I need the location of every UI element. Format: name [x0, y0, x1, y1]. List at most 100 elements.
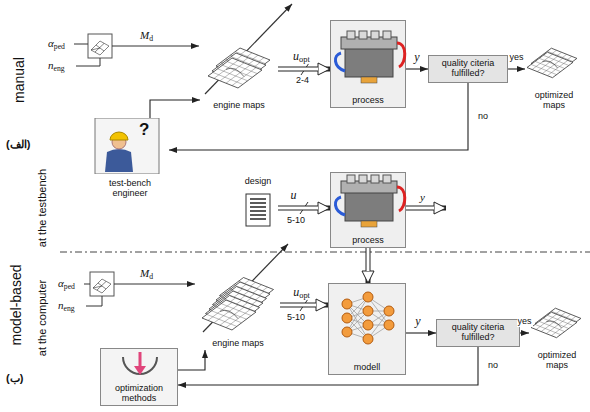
- small-map-box: [90, 272, 114, 296]
- map-grid: [221, 304, 251, 316]
- design-sheet: design: [238, 176, 278, 230]
- text-holder: ? test-bench engineer: [91, 118, 169, 200]
- node-text: optimization methods: [103, 384, 175, 404]
- engine-icon: [335, 175, 404, 227]
- double-arrow-inner: [367, 248, 370, 271]
- text-holder: process: [331, 173, 405, 247]
- map-surface: [202, 300, 256, 330]
- text-holder: engine maps: [200, 18, 278, 112]
- panel-title: model-based: [9, 265, 24, 346]
- torque-arrow: [112, 46, 199, 47]
- optimization-icon: [123, 352, 157, 375]
- node-text: test-bench engineer: [93, 179, 167, 199]
- section-title: at the testbench: [36, 169, 48, 247]
- map-curve: [542, 61, 557, 68]
- map-curve: [220, 310, 238, 318]
- connector-group: [406, 69, 428, 70]
- input-line: [86, 296, 102, 306]
- node-text: optimized maps: [531, 351, 583, 371]
- text-holder: optimized maps: [529, 300, 585, 372]
- node-illustration: [91, 118, 167, 174]
- connector: [508, 68, 525, 69]
- node-text: optimized maps: [527, 91, 581, 111]
- edge-label: u: [290, 189, 298, 202]
- node-illustration: [525, 40, 581, 80]
- signal-name: αped: [58, 277, 75, 291]
- node-text: engine maps: [213, 101, 265, 111]
- connector-group: [508, 69, 525, 70]
- double-arrow-inner: [278, 207, 318, 210]
- connector-group: [368, 248, 369, 283]
- node-text: quality citeria fulfilled?: [439, 323, 517, 343]
- map-curve: [226, 68, 244, 76]
- signal-name: neng: [58, 299, 75, 313]
- node-text: engine maps: [212, 339, 264, 349]
- decision-box: quality citeria fulfilled?: [436, 319, 520, 347]
- adjust-arrow: [205, 4, 292, 94]
- connector-group: [278, 208, 330, 209]
- design-sheet-icon: [246, 194, 270, 226]
- engine-maps: engine maps: [196, 254, 280, 350]
- connector: [178, 350, 205, 370]
- double-arrow: [278, 206, 330, 211]
- text-holder: quality citeria fulfilled?: [429, 56, 507, 82]
- signal-name: y: [420, 191, 425, 203]
- node-illustration: [196, 254, 280, 332]
- edge-label: no: [477, 112, 489, 122]
- map-grid: [546, 318, 566, 333]
- divider-line: [60, 252, 590, 253]
- edge-label: y: [413, 51, 420, 64]
- double-arrow-inner: [280, 304, 316, 307]
- map-grid: [220, 307, 244, 325]
- input-line: [74, 44, 88, 45]
- map-surface: [531, 312, 577, 338]
- connector-group: [406, 333, 436, 334]
- output-arrow: [406, 206, 446, 211]
- map-grid: [542, 58, 562, 73]
- small-map-icon: [93, 279, 111, 293]
- edge-label: no: [487, 361, 499, 371]
- edge-label: uopt: [292, 50, 311, 64]
- node-text: process: [352, 96, 384, 106]
- connector: [406, 332, 436, 333]
- neural-net-icon: [342, 292, 394, 344]
- edge-label: yes: [508, 53, 524, 63]
- node-text: design: [245, 177, 272, 187]
- input-line: [76, 58, 100, 66]
- adjust-arrow: [203, 244, 288, 332]
- node-illustration: [331, 21, 407, 87]
- node-illustration: [331, 173, 407, 231]
- map-grid: [226, 65, 250, 83]
- output-arrow-inner: [406, 207, 434, 210]
- small-map-box: [88, 34, 112, 58]
- node-illustration: [200, 18, 278, 90]
- process-box: process: [330, 20, 406, 108]
- panel-letter: (الف): [6, 138, 30, 150]
- double-arrow: [278, 67, 330, 72]
- bus-width: 5-10: [287, 313, 305, 323]
- connector-group: [280, 305, 328, 306]
- panel-title: manual: [12, 57, 27, 103]
- connector-group: [150, 100, 200, 118]
- optimized-maps: optimized maps: [529, 300, 585, 372]
- connector: [169, 83, 468, 150]
- engineer-icon: [95, 118, 159, 174]
- map-grid: [227, 62, 257, 74]
- node-illustration: [329, 284, 407, 354]
- text-holder: engine maps: [196, 254, 280, 350]
- node-text: process: [352, 236, 384, 246]
- model-box: modell: [328, 283, 406, 375]
- node-text: quality citeria fulfilled?: [431, 59, 505, 79]
- edge-label: y: [414, 315, 421, 328]
- map-surface: [208, 58, 262, 88]
- engineer-box: ? test-bench engineer: [91, 118, 169, 200]
- double-arrow: [280, 303, 328, 308]
- connector-group: [278, 69, 330, 70]
- process-box: process: [330, 172, 406, 248]
- map-curve: [546, 321, 561, 328]
- question-mark: ?: [139, 121, 149, 140]
- connector-group: [520, 333, 529, 334]
- text-holder: optimization methods: [101, 349, 177, 405]
- torque-arrow: [114, 284, 195, 285]
- signal-name: Md: [140, 267, 153, 281]
